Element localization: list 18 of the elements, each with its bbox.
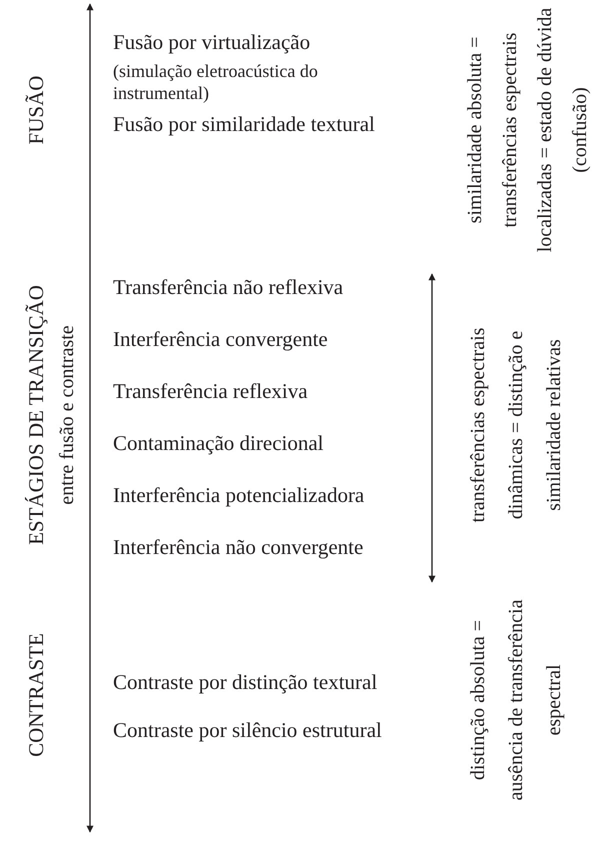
- stage-label: Interferência potencializadora: [113, 483, 364, 507]
- description-text: transferências espectrais dinâmicas = distinção e similaridade relativas: [466, 326, 566, 524]
- stage-label: Transferência reflexiva: [113, 379, 308, 403]
- section-subheading: entre fusão e contraste: [55, 324, 79, 507]
- stage-label: Contraste por silêncio estrutural: [113, 718, 382, 742]
- stage-label: Interferência convergente: [113, 327, 328, 351]
- stage-label: Interferência não convergente: [113, 535, 364, 559]
- description-text: similaridade absoluta = transferências espectrais localizadas = estado de dúvida (confusão): [463, 6, 592, 254]
- stage-label: Contraste por distinção textural: [113, 670, 378, 694]
- stage-note: (simulação eletroacústica do instrumental): [113, 60, 318, 104]
- section-heading: FUSÃO: [24, 74, 48, 146]
- section-heading: ESTÁGIOS DE TRANSIÇÃO: [24, 284, 48, 547]
- description-text: distinção absoluta = ausência de transferência espectral: [466, 598, 566, 802]
- stage-label: Transferência não reflexiva: [113, 275, 344, 299]
- stage-label: Fusão por similaridade textural: [113, 112, 375, 136]
- stage-label: Contaminação direcional: [113, 431, 324, 455]
- section-heading: CONTRASTE: [24, 632, 48, 759]
- stage-label: Fusão por virtualização: [113, 30, 310, 54]
